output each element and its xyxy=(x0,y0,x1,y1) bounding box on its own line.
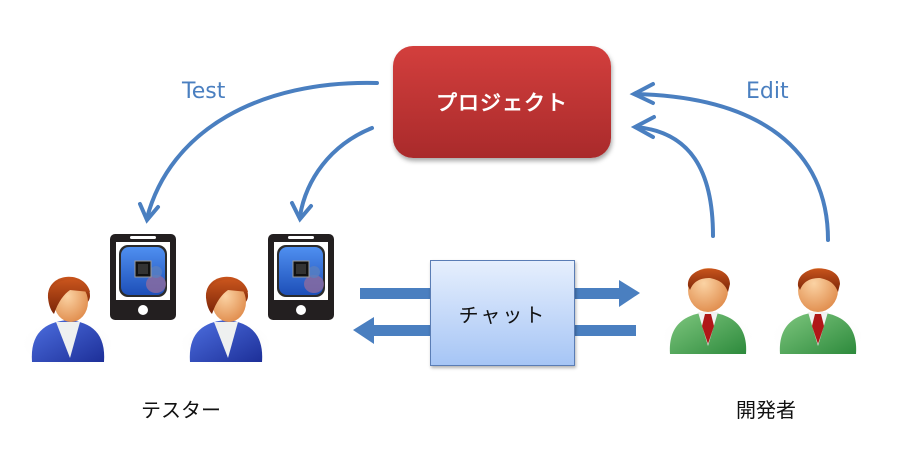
project-label: プロジェクト xyxy=(436,91,568,115)
chat-arrows xyxy=(353,280,640,344)
project-node: プロジェクト xyxy=(393,46,611,158)
chat-node: チャット xyxy=(430,260,575,366)
edit-arrow-2-head xyxy=(630,115,656,139)
edit-arrow-1 xyxy=(633,92,830,242)
test-arrow-1-head xyxy=(138,202,160,224)
developers-label: 開発者 xyxy=(736,398,796,422)
person-female-icon xyxy=(178,276,274,368)
person-female-icon xyxy=(20,276,116,368)
person-male-icon xyxy=(770,268,866,360)
edit-arrow-2 xyxy=(634,125,715,238)
edit-arrows xyxy=(629,82,830,242)
person-male-icon xyxy=(660,268,756,360)
test-arrow-2-head xyxy=(290,201,313,223)
chat-arrow-out-head xyxy=(619,280,640,307)
edit-label: Edit xyxy=(746,79,789,104)
chat-arrow-back-head xyxy=(353,317,374,344)
test-arrow-2 xyxy=(298,126,374,218)
test-arrows xyxy=(138,80,379,224)
edit-arrow-1-head xyxy=(629,82,655,105)
smartphone-app-icon xyxy=(109,233,177,321)
chat-arrow-back-shaft xyxy=(573,325,636,336)
test-arrow-1 xyxy=(145,80,379,220)
chat-arrow-in-shaft xyxy=(360,288,430,299)
developer-group xyxy=(660,268,866,360)
smartphone-app-icon xyxy=(267,233,335,321)
tester-group xyxy=(20,233,335,368)
testers-label: テスター xyxy=(141,398,221,422)
chat-arrow-back-in-shaft xyxy=(372,325,430,336)
test-label: Test xyxy=(182,79,226,104)
chat-label: チャット xyxy=(458,302,547,327)
chat-arrow-out-shaft xyxy=(573,288,620,299)
